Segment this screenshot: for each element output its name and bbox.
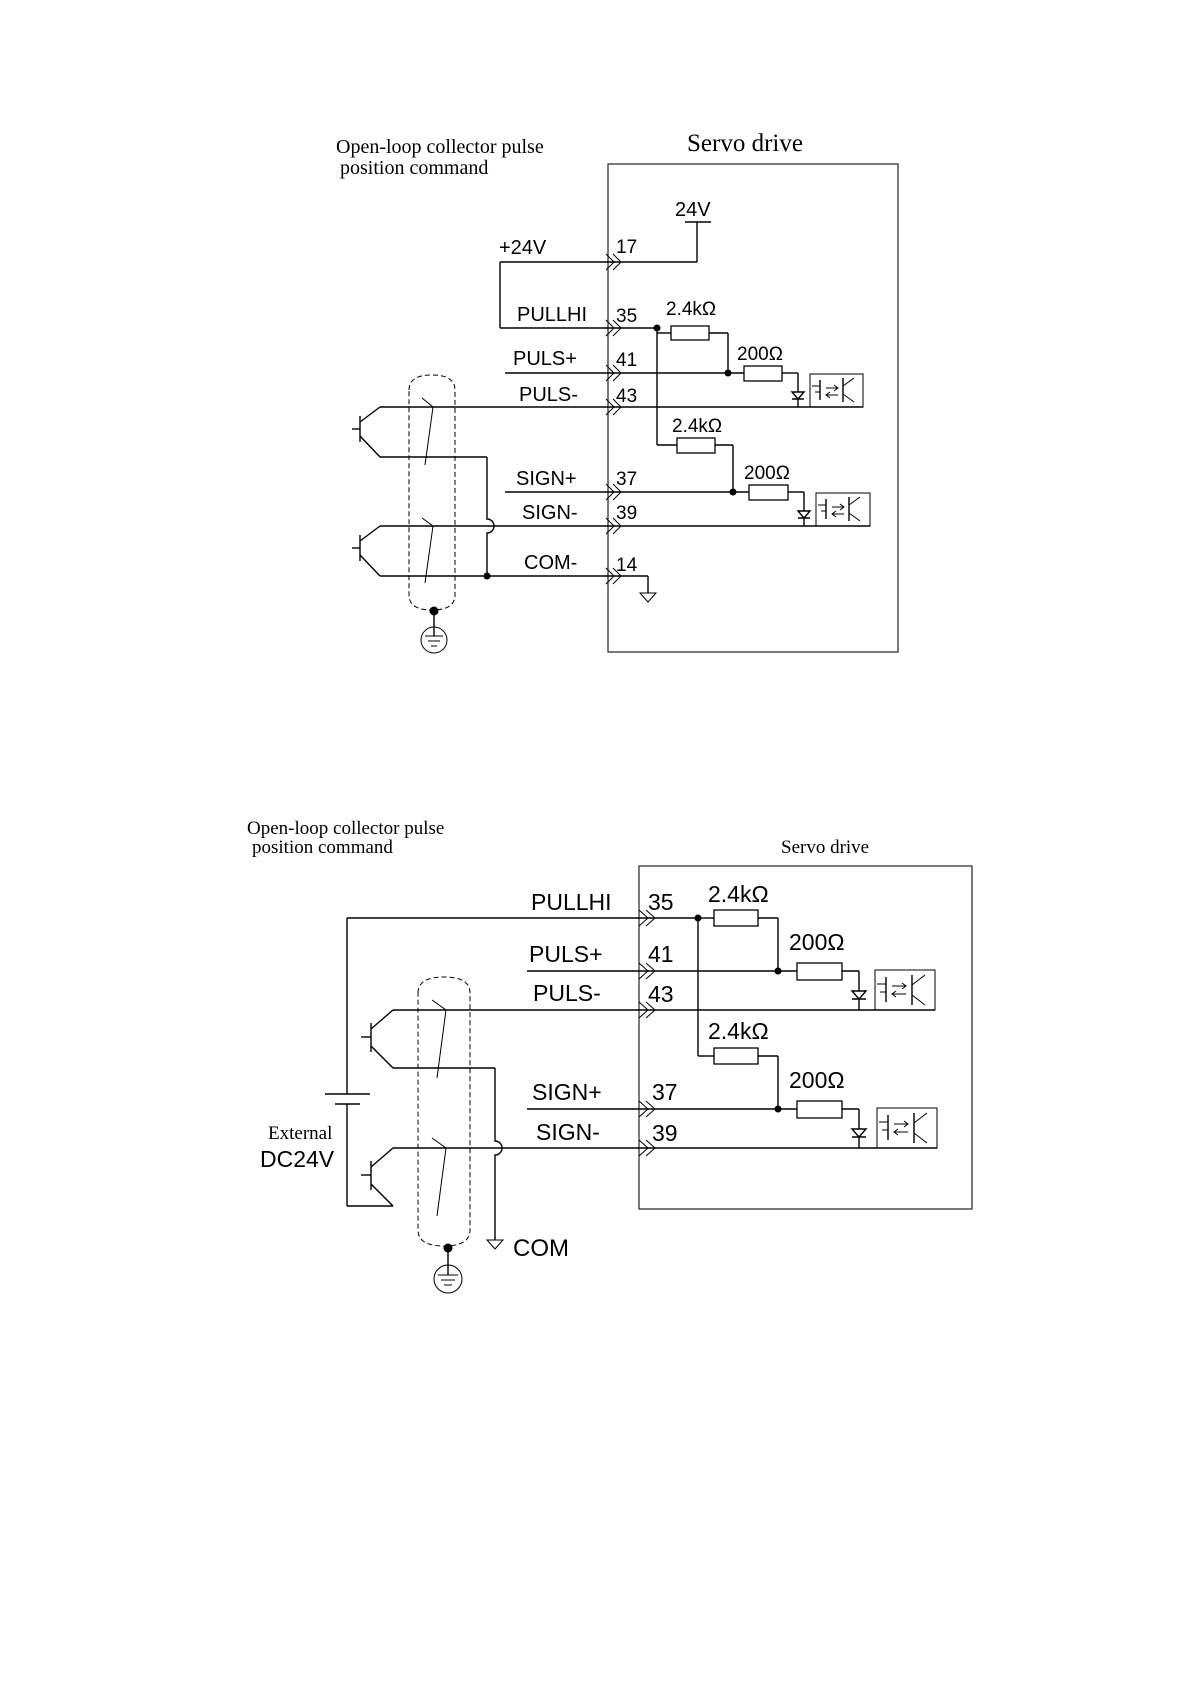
top-supply-label: 24V [675,199,711,221]
top-resistor-label-2: 200Ω [737,344,783,365]
bottom-label-puls-plus: PULS+ [529,941,603,967]
top-pin-43: 43 [616,386,637,407]
bottom-pin-39: 39 [652,1120,678,1146]
top-shield-ground-icon [421,627,447,653]
bottom-shield-ground-icon [434,1265,462,1293]
top-resistor-label-1: 2.4kΩ [666,299,716,320]
top-pin-17: 17 [616,237,637,258]
bottom-pin-35: 35 [648,889,674,915]
bottom-transistor-puls [361,1010,645,1068]
bottom-label-puls-minus: PULS- [533,980,601,1006]
top-transistor-puls [352,407,612,457]
bottom-resistor-label-2: 200Ω [789,929,845,955]
top-caption-line2: position command [340,157,488,179]
bottom-resistor-label-3: 2.4kΩ [708,1018,769,1044]
top-caption-line1: Open-loop collector pulse [336,136,544,158]
top-resistor-2k4-sign [677,438,715,453]
bottom-pin-37: 37 [652,1079,678,1105]
top-label-sign-minus: SIGN- [522,502,578,524]
top-pin-35: 35 [616,306,637,327]
top-ground-com-icon [640,593,656,602]
top-pin-37: 37 [616,469,637,490]
bottom-label-pullhi: PULLHI [531,889,612,915]
top-pin-14: 14 [616,555,638,576]
bottom-pin-43: 43 [648,981,674,1007]
top-diagram: Open-loop collector pulse position comma… [336,130,898,653]
bottom-transistor-sign [347,1148,645,1206]
top-resistor-label-3: 2.4kΩ [672,416,722,437]
bottom-pin-41: 41 [648,941,674,967]
bottom-caption-line1: Open-loop collector pulse [247,818,444,839]
top-resistor-200-puls [744,366,782,381]
top-optocoupler-sign [798,493,870,526]
top-optocoupler-puls [792,374,863,407]
bottom-shield [418,977,470,1246]
bottom-diagram: Open-loop collector pulse position comma… [247,818,972,1293]
top-drive-title: Servo drive [687,130,803,157]
top-resistor-2k4-puls [671,326,709,340]
top-shield [409,375,455,610]
bottom-ext-label1: External [268,1123,332,1144]
bottom-label-sign-plus: SIGN+ [532,1079,602,1105]
bottom-resistor-label-4: 200Ω [789,1067,845,1093]
top-label-puls-minus: PULS- [519,384,578,406]
bottom-ground-com-icon [487,1240,503,1249]
top-label-pullhi: PULLHI [517,304,587,326]
bottom-com-label: COM [513,1235,569,1262]
bottom-optocoupler-puls [852,970,935,1010]
bottom-battery-icon [325,1094,370,1104]
top-plus24-label: +24V [499,237,547,259]
bottom-resistor-label-1: 2.4kΩ [708,881,769,907]
top-label-com-minus: COM- [524,552,577,574]
bottom-resistor-200-puls [797,963,842,980]
top-label-puls-plus: PULS+ [513,348,577,370]
bottom-drive-title: Servo drive [781,837,869,858]
bottom-resistor-2k4-sign [714,1048,758,1064]
bottom-label-sign-minus: SIGN- [536,1119,600,1145]
top-pin-39: 39 [616,503,637,524]
bottom-optocoupler-sign [852,1108,937,1148]
bottom-caption-line2: position command [252,837,393,858]
bottom-ext-label2: DC24V [260,1146,335,1172]
top-servo-drive-box [608,164,898,652]
top-label-sign-plus: SIGN+ [516,468,577,490]
top-resistor-200-sign [749,485,788,500]
bottom-resistor-200-sign [797,1101,842,1118]
top-resistor-label-4: 200Ω [744,463,790,484]
bottom-resistor-2k4-puls [714,910,758,926]
top-pin-41: 41 [616,350,637,371]
